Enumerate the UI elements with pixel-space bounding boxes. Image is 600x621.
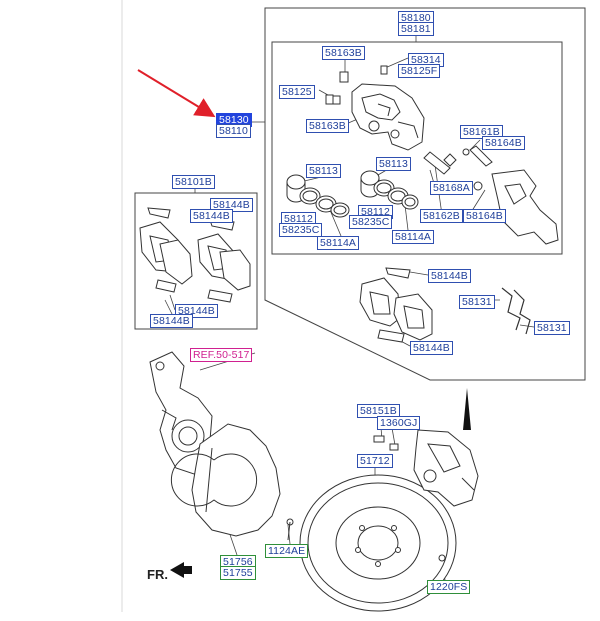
label-58314: 58314 bbox=[408, 53, 444, 67]
label-58101b: 58101B bbox=[172, 175, 215, 189]
caliper-body-upper bbox=[351, 83, 425, 151]
anti-rattle-springs bbox=[501, 287, 531, 335]
label-58235c: 58235C bbox=[279, 223, 323, 237]
fr-direction-arrow bbox=[170, 562, 192, 578]
label-58131: 58131 bbox=[534, 321, 570, 335]
label-1124ae: 1124AE bbox=[265, 544, 309, 558]
steering-knuckle bbox=[149, 351, 213, 475]
label-51712: 51712 bbox=[357, 454, 393, 468]
dust-shield bbox=[170, 423, 294, 541]
label-58144b: 58144B bbox=[428, 269, 471, 283]
label-51755: 51755 bbox=[220, 566, 256, 580]
black-indicator-arrow bbox=[463, 388, 471, 430]
label-1360gj: 1360GJ bbox=[377, 416, 421, 430]
brake-pads-kit bbox=[139, 207, 251, 303]
label-58163b: 58163B bbox=[322, 46, 365, 60]
label-58144b: 58144B bbox=[410, 341, 453, 355]
label-58163b: 58163B bbox=[306, 119, 349, 133]
label-58144b: 58144B bbox=[150, 314, 193, 328]
pad-kit-frame bbox=[134, 192, 258, 330]
caliper-bracket bbox=[491, 169, 559, 245]
label-58114a: 58114A bbox=[317, 236, 360, 250]
caliper-bolts bbox=[325, 65, 388, 105]
label-58161b: 58161B bbox=[460, 125, 503, 139]
guide-pins bbox=[423, 145, 493, 191]
label-58164b: 58164B bbox=[482, 136, 525, 150]
label-58168a: 58168A bbox=[430, 181, 473, 195]
label-58235c: 58235C bbox=[349, 215, 393, 229]
label-58113: 58113 bbox=[306, 164, 341, 178]
label-58112: 58112 bbox=[281, 212, 316, 226]
brake-disc bbox=[299, 474, 457, 612]
label-58113: 58113 bbox=[376, 157, 411, 171]
label-58114a: 58114A bbox=[392, 230, 435, 244]
label-1220fs: 1220FS bbox=[427, 580, 471, 594]
label-58131: 58131 bbox=[459, 295, 495, 309]
label-58144b: 58144B bbox=[210, 198, 253, 212]
front-direction-label: FR. bbox=[147, 567, 168, 582]
label-58164b: 58164B bbox=[463, 209, 506, 223]
label-58181: 58181 bbox=[398, 22, 434, 36]
label-58130: 58130 bbox=[216, 113, 252, 127]
caliper-assembly-lower bbox=[373, 429, 479, 562]
caliper-inner-frame bbox=[271, 41, 563, 255]
caliper-assembly-frame bbox=[264, 7, 586, 381]
service-brake-pads bbox=[359, 267, 433, 343]
label-58162b: 58162B bbox=[420, 209, 463, 223]
reference-label: REF.50-517 bbox=[190, 348, 253, 362]
label-58110: 58110 bbox=[216, 124, 251, 138]
label-58125f: 58125F bbox=[398, 64, 441, 78]
label-58144b: 58144B bbox=[190, 209, 233, 223]
pistons-and-seals bbox=[286, 170, 419, 218]
red-pointer-arrow bbox=[137, 69, 216, 118]
label-58125: 58125 bbox=[279, 85, 315, 99]
